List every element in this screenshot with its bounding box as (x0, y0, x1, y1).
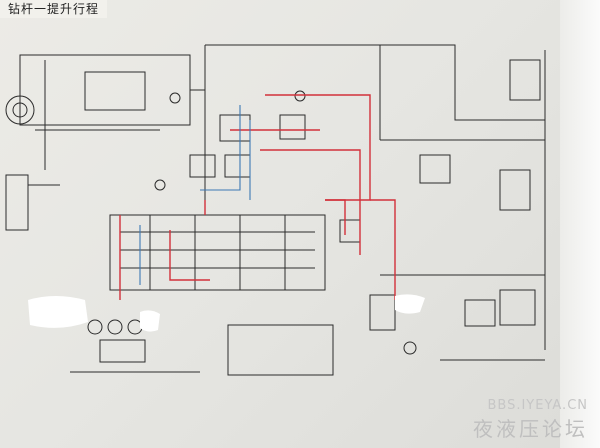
red-line-1 (265, 94, 371, 201)
motor-inner-symbol (12, 102, 28, 118)
redaction-center (140, 310, 160, 332)
valve-right-2 (464, 299, 496, 327)
watermark-name: 夜液压论坛 (473, 417, 588, 441)
blue-line-1 (200, 105, 241, 191)
forum-watermark: BBS.IYEYA.CN 夜液压论坛 (473, 398, 588, 442)
valve-center-4 (224, 154, 251, 178)
valve-center-1 (219, 114, 251, 142)
redactions (28, 294, 425, 332)
tank-symbol (5, 174, 29, 231)
watermark-url: BBS.IYEYA.CN (487, 398, 588, 413)
valve-manifold-bank (109, 214, 326, 291)
sheet-title: 钻杆一提升行程 (0, 0, 108, 18)
valve-center-2 (279, 114, 306, 140)
redaction-right (395, 294, 425, 314)
gauge-left-symbol (154, 179, 166, 191)
pump-group-box (99, 339, 146, 363)
valve-center-3 (189, 154, 216, 178)
top-frame-line (205, 44, 545, 121)
red-line-7 (325, 199, 346, 235)
red-pressure-lines (119, 94, 396, 300)
red-line-8 (370, 199, 396, 300)
gauge-center-symbol (294, 90, 306, 102)
pump-1-symbol (87, 319, 103, 335)
pump-2-symbol (107, 319, 123, 335)
actuator-1 (509, 59, 541, 101)
actuator-3 (499, 289, 536, 326)
legend-box (227, 324, 334, 376)
valve-center-5 (339, 219, 361, 243)
blue-pilot-lines (139, 105, 251, 285)
red-line-6 (169, 230, 210, 281)
gauge-bottom-symbol (403, 341, 417, 355)
valve-right-1 (419, 154, 451, 184)
red-line-4 (260, 149, 361, 255)
redaction-left (28, 296, 88, 328)
actuator-2 (499, 169, 531, 211)
pump-3-symbol (127, 319, 143, 335)
valve-bottom-1 (369, 294, 396, 331)
motor-symbol (5, 95, 35, 125)
pump-control-block (84, 71, 146, 111)
photo-right-edge (560, 0, 600, 448)
gauge-symbol (169, 92, 181, 104)
